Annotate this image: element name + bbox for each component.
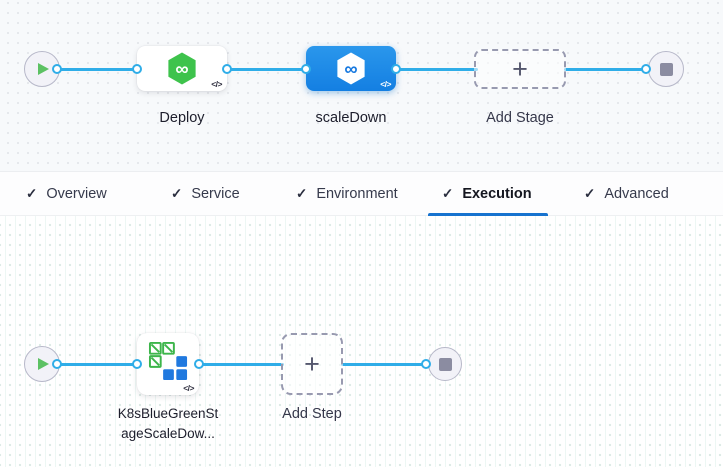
add-step-button[interactable]: +	[281, 333, 343, 395]
connector-port	[222, 64, 232, 74]
cd-stage-icon-selected: ∞	[306, 46, 396, 91]
play-icon	[38, 63, 49, 75]
stage-connector-line	[56, 67, 140, 71]
k8s-blue-green-scale-down-icon	[137, 333, 199, 389]
connector-port	[194, 359, 204, 369]
connector-port	[132, 64, 142, 74]
stage-config-tabs: ✓ Overview ✓ Service ✓ Environment ✓ Exe…	[0, 171, 723, 216]
step-label: K8sBlueGreenSt ageScaleDow...	[106, 404, 230, 444]
step-connector-line	[56, 362, 142, 366]
tab-label: Advanced	[604, 186, 669, 202]
plus-icon: +	[304, 348, 320, 379]
check-icon: ✓	[296, 186, 308, 201]
svg-text:∞: ∞	[175, 58, 188, 79]
tab-advanced[interactable]: ✓ Advanced	[584, 172, 669, 216]
check-icon: ✓	[171, 186, 183, 201]
execution-graph-canvas: </> K8sBlueGreenSt ageScaleDow... + Add …	[0, 216, 723, 467]
stop-icon	[660, 63, 673, 76]
code-icon: </>	[380, 79, 391, 89]
tab-overview[interactable]: ✓ Overview	[26, 172, 107, 216]
active-tab-underline	[428, 213, 548, 216]
stage-label: scaleDown	[315, 110, 387, 126]
tab-label: Service	[191, 186, 240, 202]
step-label-line2: ageScaleDow...	[121, 426, 215, 441]
connector-port	[301, 64, 311, 74]
step-label-line1: K8sBlueGreenSt	[117, 406, 219, 421]
add-stage-button[interactable]: +	[474, 49, 566, 89]
connector-port	[641, 64, 651, 74]
stage-connector-line	[224, 67, 310, 71]
stage-label: Deploy	[159, 110, 205, 126]
connector-port	[391, 64, 401, 74]
stage-node-scaledown[interactable]: ∞ </>	[306, 46, 396, 91]
tab-environment[interactable]: ✓ Environment	[296, 172, 398, 216]
cd-stage-icon: ∞	[137, 46, 227, 91]
stop-icon	[439, 358, 452, 371]
tab-service[interactable]: ✓ Service	[171, 172, 240, 216]
svg-text:∞: ∞	[344, 58, 357, 79]
tab-label: Execution	[462, 186, 532, 202]
tab-label: Environment	[316, 186, 398, 202]
execution-end-node[interactable]	[428, 347, 462, 381]
connector-port	[52, 359, 62, 369]
pipeline-end-node[interactable]	[648, 51, 684, 87]
plus-icon: +	[512, 53, 528, 84]
add-step-label: Add Step	[282, 406, 342, 422]
connector-port	[132, 359, 142, 369]
stage-connector-line	[394, 67, 478, 71]
check-icon: ✓	[26, 186, 38, 201]
code-icon: </>	[183, 383, 194, 393]
step-connector-line	[196, 362, 284, 366]
add-stage-label: Add Stage	[486, 110, 554, 126]
stage-node-deploy[interactable]: ∞ </>	[137, 46, 227, 91]
step-node-k8s-scaledown[interactable]: </>	[137, 333, 199, 395]
check-icon: ✓	[442, 186, 454, 201]
connector-port	[52, 64, 62, 74]
step-connector-line	[341, 362, 429, 366]
tab-label: Overview	[46, 186, 107, 202]
stage-connector-line	[564, 67, 650, 71]
code-icon: </>	[211, 79, 222, 89]
play-icon	[38, 358, 49, 370]
stage-graph-canvas: ∞ </> Deploy ∞ </> scaleDown + Add Stage	[0, 0, 723, 171]
tab-execution[interactable]: ✓ Execution	[442, 172, 532, 216]
check-icon: ✓	[584, 186, 596, 201]
connector-port	[421, 359, 431, 369]
